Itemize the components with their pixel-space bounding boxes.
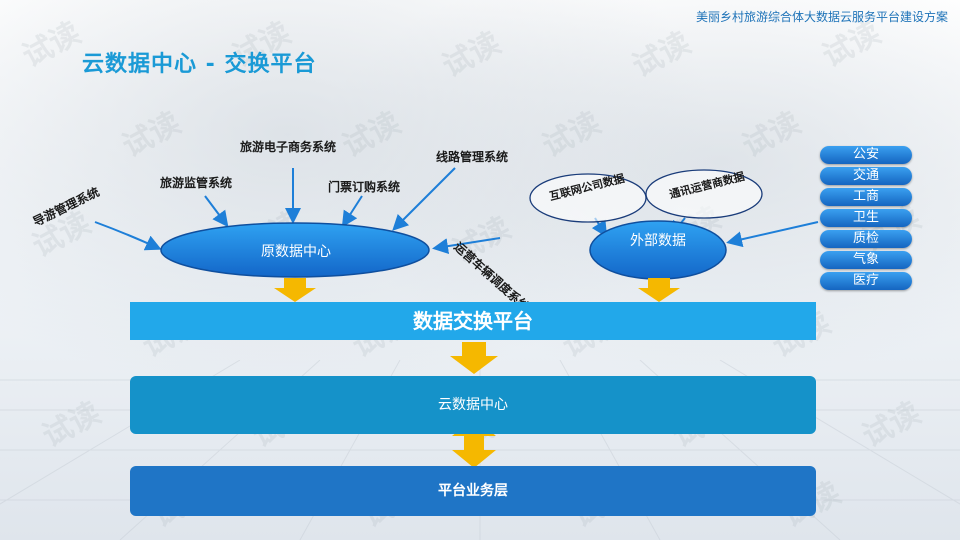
original-data-center-ellipse — [160, 222, 430, 278]
label-route-system: 线路管理系统 — [436, 150, 509, 164]
original-data-center-label: 原数据中心 — [261, 244, 331, 260]
document-title: 美丽乡村旅游综合体大数据云服务平台建设方案 — [695, 10, 948, 24]
label-ticketing-system: 门票订购系统 — [328, 180, 401, 194]
down-arrow-exchange — [450, 342, 498, 374]
arrow-departments — [726, 221, 819, 248]
telecom-data-ellipse — [645, 169, 763, 219]
arrow-route — [392, 167, 456, 231]
arrow-supervision — [204, 195, 229, 228]
data-exchange-platform: 数据交换平台 — [130, 302, 816, 340]
department-pill: 公安 — [820, 146, 912, 164]
department-pill: 气象 — [820, 251, 912, 269]
slide-title: 云数据中心 - 交换平台 — [82, 52, 317, 77]
department-pill: 医疗 — [820, 272, 912, 290]
department-pill: 卫生 — [820, 209, 912, 227]
down-arrow-external — [638, 278, 680, 302]
platform-business-layer: 平台业务层 — [130, 466, 816, 516]
down-arrow-original — [274, 278, 316, 302]
cloud-data-center: 云数据中心 — [130, 376, 816, 434]
department-pill: 质检 — [820, 230, 912, 248]
arrow-vehicle — [432, 237, 501, 255]
arrow-guide — [94, 221, 162, 251]
department-pill: 交通 — [820, 167, 912, 185]
internet-data-ellipse — [529, 173, 647, 223]
arrow-ticketing — [341, 195, 363, 228]
external-data-label: 外部数据 — [630, 233, 686, 249]
department-pill: 工商 — [820, 188, 912, 206]
label-supervision-system: 旅游监管系统 — [160, 176, 233, 190]
label-ecommerce-system: 旅游电子商务系统 — [240, 140, 337, 154]
